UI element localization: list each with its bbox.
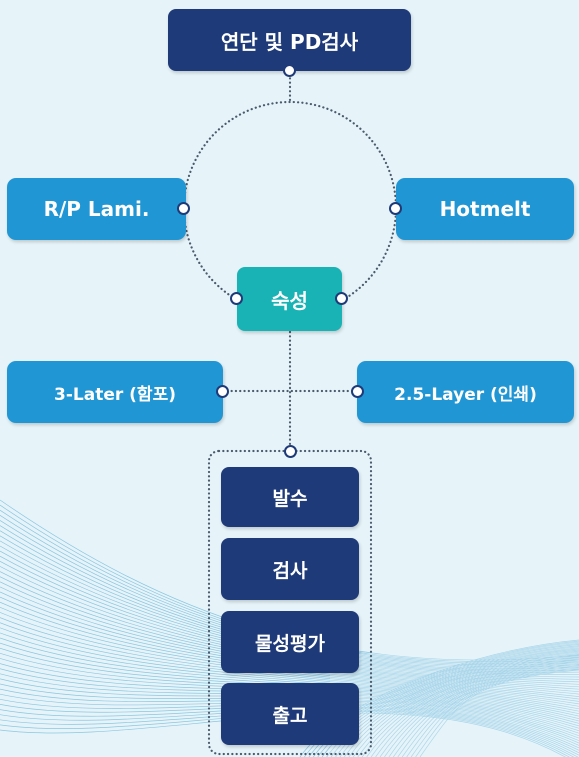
- step-inspection: 검사: [221, 538, 359, 600]
- connector-dot-3-layer: [216, 385, 229, 398]
- step-property-evaluation: 물성평가: [221, 611, 359, 673]
- node-aging: 숙성: [237, 267, 342, 331]
- step-shipping: 출고: [221, 683, 359, 745]
- node-cutting-pd-inspection-label: 연단 및 PD검사: [220, 29, 359, 54]
- connector-dot-steps: [284, 445, 297, 458]
- connector-dot-2-5-layer: [351, 385, 364, 398]
- step-water-repellent: 발수: [221, 467, 359, 527]
- step-water-repellent-label: 발수: [272, 487, 308, 510]
- step-property-evaluation-label: 물성평가: [255, 632, 325, 655]
- node-aging-label: 숙성: [271, 288, 308, 313]
- connector-dot-top: [283, 64, 296, 77]
- connector-dot-rp-lami: [177, 202, 190, 215]
- node-2-5-layer: 2.5-Layer (인쇄): [357, 361, 574, 423]
- node-3-layer: 3-Later (함포): [7, 361, 223, 423]
- node-hotmelt: Hotmelt: [396, 178, 574, 240]
- connector-dot-hotmelt: [389, 202, 402, 215]
- node-3-layer-label: 3-Later (함포): [54, 384, 176, 405]
- step-inspection-label: 검사: [272, 559, 308, 582]
- step-shipping-label: 출고: [272, 704, 308, 727]
- node-cutting-pd-inspection: 연단 및 PD검사: [168, 9, 411, 71]
- background-light-curve: [330, 630, 579, 757]
- node-rp-lami: R/P Lami.: [7, 178, 186, 240]
- node-2-5-layer-label: 2.5-Layer (인쇄): [394, 384, 537, 405]
- connector-dot-aging-right: [335, 292, 348, 305]
- connector-dot-aging-left: [230, 292, 243, 305]
- node-rp-lami-label: R/P Lami.: [43, 197, 150, 221]
- node-hotmelt-label: Hotmelt: [439, 197, 531, 221]
